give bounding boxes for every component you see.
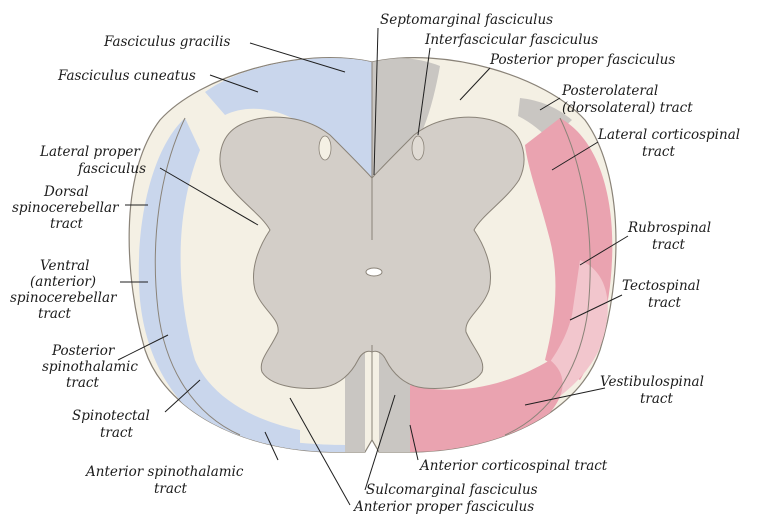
left-ascending-band — [138, 118, 300, 453]
label-septomarginal: Septomarginal fasciculus — [380, 12, 553, 28]
label-fasciculus-cuneatus: Fasciculus cuneatus — [57, 68, 196, 84]
label-anterior-proper: Anterior proper fasciculus — [352, 499, 534, 515]
central-canal — [365, 267, 383, 277]
label-posterior-proper: Posterior proper fasciculus — [489, 52, 675, 68]
label-posterolateral: Posterolateral(dorsolateral) tract — [561, 83, 693, 116]
label-fasciculus-gracilis: Fasciculus gracilis — [103, 34, 230, 50]
interfascicular-oval-right — [411, 135, 425, 161]
posterior-column-right — [372, 58, 440, 180]
label-interfascicular: Interfascicular fasciculus — [424, 32, 598, 48]
leader-lines — [117, 27, 629, 506]
septomarginal-oval-left — [318, 135, 332, 161]
label-anterior-corticospinal: Anterior corticospinal tract — [418, 458, 608, 474]
label-sulcomarginal: Sulcomarginal fasciculus — [366, 482, 538, 498]
anterior-spinothalamic-region — [200, 420, 345, 453]
boundary-left-lateral — [154, 117, 241, 436]
boundary-right-lateral — [504, 117, 591, 436]
